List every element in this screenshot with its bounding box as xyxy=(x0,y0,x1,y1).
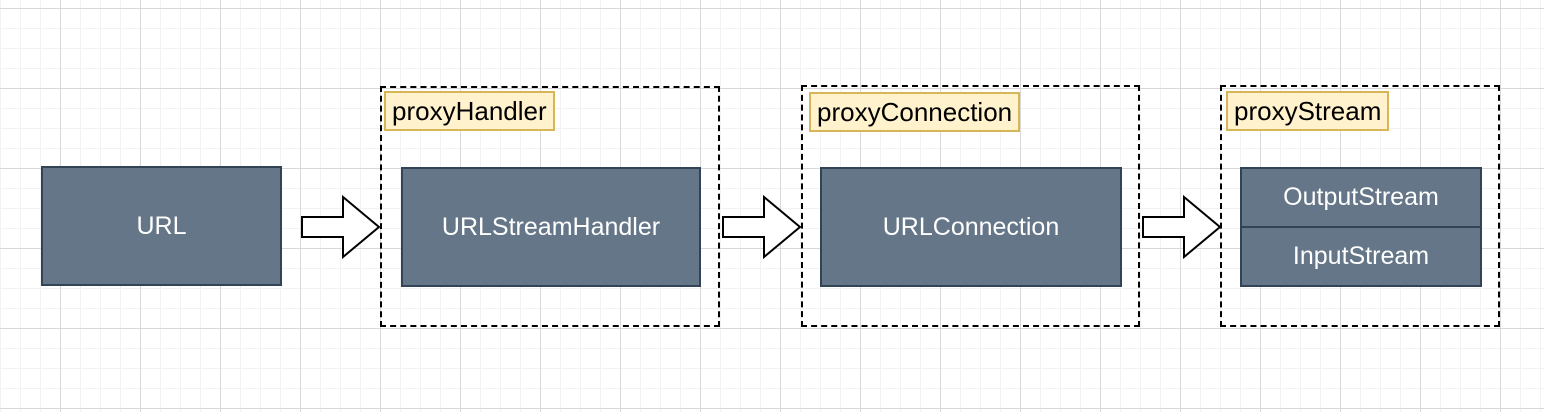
flow-arrow-icon xyxy=(722,195,802,259)
flow-arrow-icon xyxy=(1142,195,1222,259)
group-proxy-handler-label: proxyHandler xyxy=(384,91,555,131)
node-url-label: URL xyxy=(136,211,187,240)
node-url-stream-handler-label: URLStreamHandler xyxy=(441,212,661,241)
node-output-stream-label: OutputStream xyxy=(1283,183,1439,211)
node-input-stream: InputStream xyxy=(1242,226,1480,285)
flow-arrow-icon xyxy=(301,195,381,259)
node-url-connection: URLConnection xyxy=(820,167,1122,287)
node-url-stream-handler: URLStreamHandler xyxy=(401,167,701,287)
group-proxy-handler: proxyHandler URLStreamHandler xyxy=(380,86,720,327)
node-input-stream-label: InputStream xyxy=(1292,242,1430,270)
group-proxy-connection: proxyConnection URLConnection xyxy=(801,85,1140,327)
group-proxy-connection-label: proxyConnection xyxy=(809,92,1021,132)
node-output-stream: OutputStream xyxy=(1242,169,1480,226)
group-proxy-stream: proxyStream OutputStream InputStream xyxy=(1220,85,1500,327)
node-stream-stack: OutputStream InputStream xyxy=(1240,167,1482,287)
node-url-connection-label: URLConnection xyxy=(882,212,1060,241)
group-proxy-stream-label: proxyStream xyxy=(1226,91,1390,131)
node-url: URL xyxy=(41,166,282,286)
